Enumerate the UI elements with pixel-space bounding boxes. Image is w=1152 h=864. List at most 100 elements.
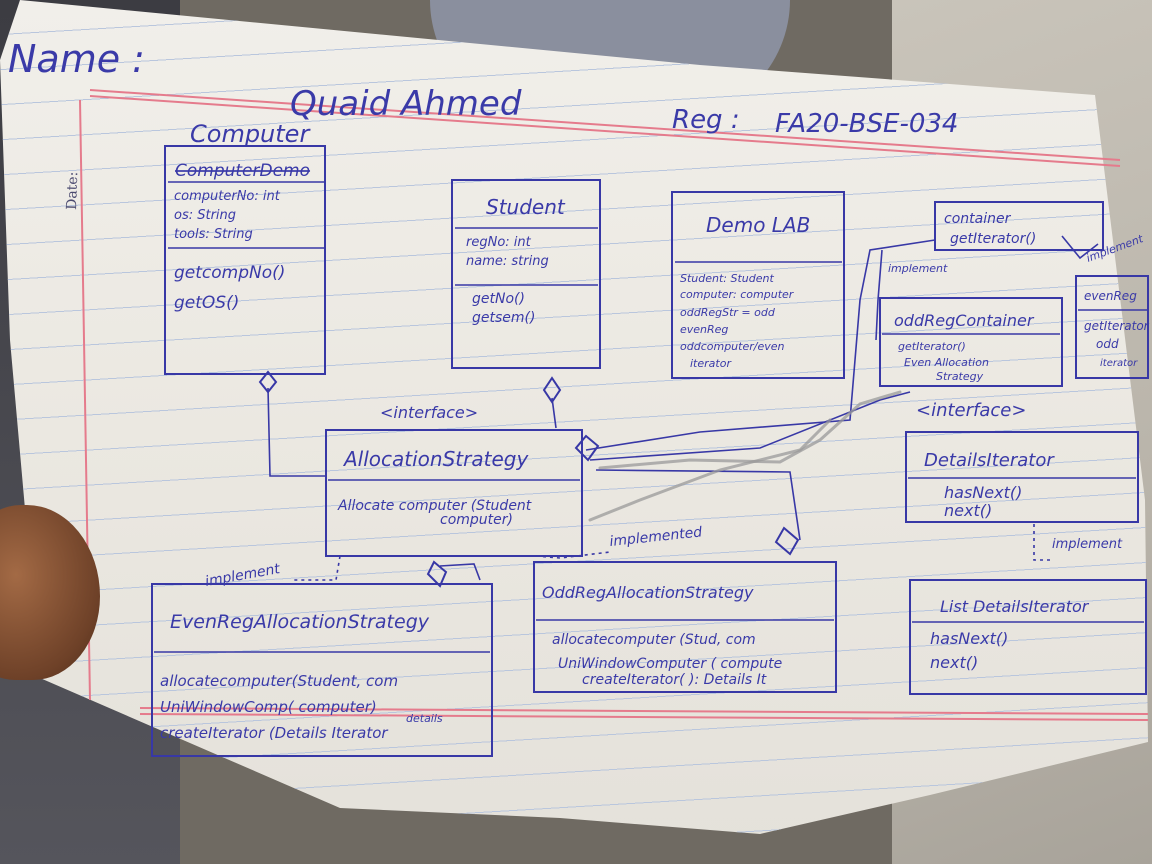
class-list-details-iterator: List DetailsIterator hasNext() next() [909,579,1147,695]
connector-container-even [1061,235,1099,260]
student-attr-1: regNo: int [466,235,532,250]
implement-label-mid: implemented [609,524,703,550]
allocation-stereotype: <interface> [380,403,478,422]
even-container-method-1: getIterator [1084,319,1150,333]
diamond-computer [258,370,278,394]
even-reg-title: EvenRegAllocationStrategy [170,611,430,633]
odd-reg-container-box [879,297,1063,387]
diamond-allocation [574,434,600,462]
list-details-box [909,579,1147,695]
list-details-method-1: hasNext() [930,629,1008,648]
even-reg-method-1: allocatecomputer(Student, com [160,672,398,690]
connector-odd-implement [535,551,611,559]
class-odd-reg-container: oddRegContainer getIterator() Even Alloc… [879,297,1063,387]
computer-attr-3: tools: String [174,227,253,242]
demo-lab-attr-5: oddcomputer/even [680,340,784,353]
odd-reg-container-method-2: Even Allocation [904,356,989,369]
connector-computer-allocation [267,387,326,477]
odd-reg-method-3: createIterator( ): Details It [582,672,767,688]
details-iterator-box [905,431,1139,523]
list-details-method-2: next() [930,653,978,672]
demo-lab-attr-2: computer: computer [680,288,795,301]
reg-label: Reg : [672,105,740,135]
even-container-method-2: odd [1096,337,1119,351]
even-reg-box [151,583,493,757]
details-iterator-method-1: hasNext() [944,483,1022,502]
implement-label-top-right: implement [1085,232,1146,265]
student-attr-2: name: string [466,254,549,269]
odd-reg-method-2: UniWindowComputer ( compute [558,656,782,672]
demo-lab-box [671,191,845,379]
implement-label-top-left: implement [888,262,948,275]
student-title: Student [486,195,566,219]
date-label: Date: [64,171,81,210]
computer-method-2: getOS() [174,293,239,313]
implement-label-right: implement [1052,537,1123,552]
connector-student-allocation [551,397,557,429]
even-container-title: evenReg [1084,289,1137,303]
computer-method-1: getcompNo() [174,263,285,283]
connector-list-details-implement [1033,524,1050,561]
computer-title: Computer [190,120,311,148]
even-reg-method-2: UniWindowComp( computer) [160,698,377,716]
even-container-method-3: iterator [1100,358,1138,369]
odd-reg-container-method-1: getIterator() [898,340,966,353]
class-demo-lab: Demo LAB Student: Student computer: comp… [671,191,845,379]
allocation-method-2: computer) [440,512,513,528]
connector-allocation-demo [585,239,936,451]
odd-reg-container-method-3: Strategy [936,370,984,383]
demo-lab-attr-3: oddRegStr = odd [680,306,776,319]
footer-red-line-2 [139,713,1149,721]
odd-reg-container-title: oddRegContainer [894,311,1035,330]
allocation-box [325,429,583,557]
odd-reg-box [533,561,837,693]
demo-lab-attr-4: evenReg [680,323,728,336]
list-details-title: List DetailsIterator [940,597,1090,616]
even-reg-method-4: details [406,712,443,725]
container-method: getIterator() [950,231,1036,247]
connector-allocation-odd [595,469,801,541]
computer-attr-1: computerNo: int [174,189,281,204]
connector-container-odd [875,249,883,341]
computer-struck-title: ComputerDemo [175,161,310,181]
container-box [934,201,1104,251]
connector-allocation-container [589,391,911,461]
allocation-method-1: Allocate computer (Student [337,498,532,514]
demo-lab-title: Demo LAB [706,213,810,237]
name-label: Name : [8,37,145,81]
class-computer: Computer ComputerDemo computerNo: int os… [164,120,326,375]
student-box [451,179,601,369]
computer-attr-2: os: String [174,208,236,223]
implement-label-left: implement [204,561,282,590]
class-student: Student regNo: int name: string getNo() … [451,179,601,369]
reg-value: FA20-BSE-034 [775,109,958,139]
class-odd-reg-allocation: OddRegAllocationStrategy allocatecompute… [533,561,837,693]
demo-lab-attr-1: Student: Student [680,272,774,285]
odd-reg-title: OddRegAllocationStrategy [542,583,754,602]
class-even-reg-allocation: EvenRegAllocationStrategy allocatecomput… [151,583,493,757]
header-red-line-1 [89,89,1121,161]
even-reg-method-3: createIterator (Details Iterator [160,724,388,742]
class-allocation-strategy: <interface> AllocationStrategy Allocate … [325,403,583,557]
name-value: Quaid Ahmed [290,84,522,124]
even-container-box [1075,275,1149,379]
class-container: container getIterator() [934,201,1104,251]
pencil-stroke-2 [588,418,832,522]
student-method-2: getsem() [472,310,535,326]
diamond-student [542,376,562,404]
connector-even-implement [292,555,341,581]
demo-lab-attr-6: iterator [690,357,732,370]
odd-reg-method-1: allocatecomputer (Stud, com [552,632,756,648]
footer-red-line-1 [139,707,1149,715]
header-red-line-2 [89,95,1121,167]
class-details-iterator: <interface> DetailsIterator hasNext() ne… [905,400,1139,523]
class-even-container: evenReg getIterator odd iterator [1075,275,1150,379]
diamond-even [426,560,448,588]
diamond-odd [774,526,800,556]
computer-box [164,145,326,375]
details-iterator-title: DetailsIterator [924,450,1055,471]
details-iterator-stereotype: <interface> [916,400,1026,421]
connector-even-allocation [439,563,481,581]
student-method-1: getNo() [472,291,525,307]
